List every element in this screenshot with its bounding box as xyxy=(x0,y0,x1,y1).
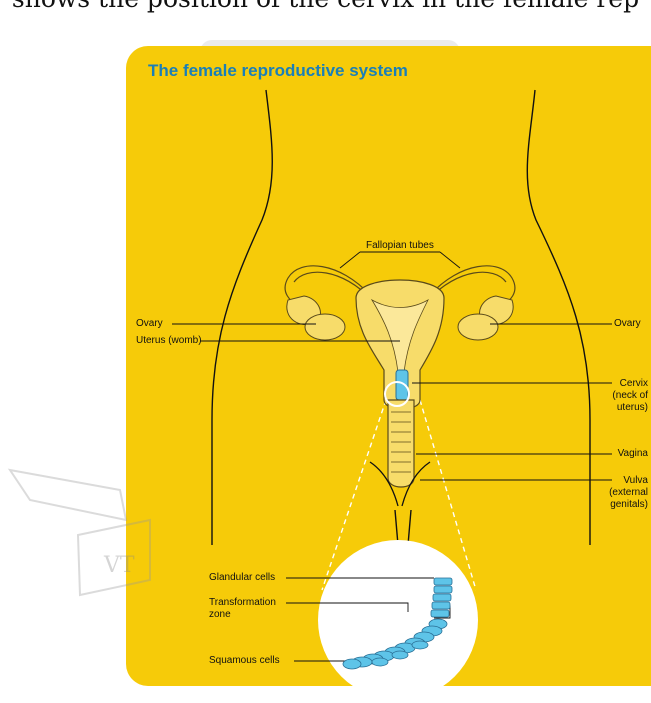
label-transformation-zone-line-2: zone xyxy=(209,609,276,621)
label-ovary-right: Ovary xyxy=(614,318,641,330)
ovary-right xyxy=(458,314,498,340)
label-squamous-cells: Squamous cells xyxy=(209,655,280,667)
label-ovary-left: Ovary xyxy=(136,318,163,330)
label-vulva: Vulva (external genitals) xyxy=(590,475,648,511)
label-cervix: Cervix (neck of uterus) xyxy=(590,378,648,414)
label-vulva-line-3: genitals) xyxy=(590,499,648,511)
watermark-label: VT xyxy=(103,553,135,578)
ovary-left xyxy=(305,314,345,340)
label-transformation-zone-line-1: Transformation xyxy=(209,597,276,609)
watermark-badge: VT xyxy=(10,470,150,595)
label-cervix-line-3: uterus) xyxy=(590,402,648,414)
thighs-left xyxy=(395,510,398,545)
magnified-cells-circle xyxy=(318,540,478,700)
label-vagina: Vagina xyxy=(590,448,648,460)
label-fallopian-tubes: Fallopian tubes xyxy=(366,240,434,252)
vagina xyxy=(388,400,414,487)
label-cervix-line-1: Cervix xyxy=(590,378,648,390)
label-vulva-line-1: Vulva xyxy=(590,475,648,487)
label-uterus: Uterus (womb) xyxy=(136,335,202,347)
thighs-right xyxy=(408,510,411,545)
label-transformation-zone: Transformation zone xyxy=(209,597,276,621)
label-cervix-line-2: (neck of xyxy=(590,390,648,402)
body-outline-right xyxy=(527,90,590,545)
body-outline-left xyxy=(212,90,272,545)
label-glandular-cells: Glandular cells xyxy=(209,572,275,584)
label-vulva-line-2: (external xyxy=(590,487,648,499)
